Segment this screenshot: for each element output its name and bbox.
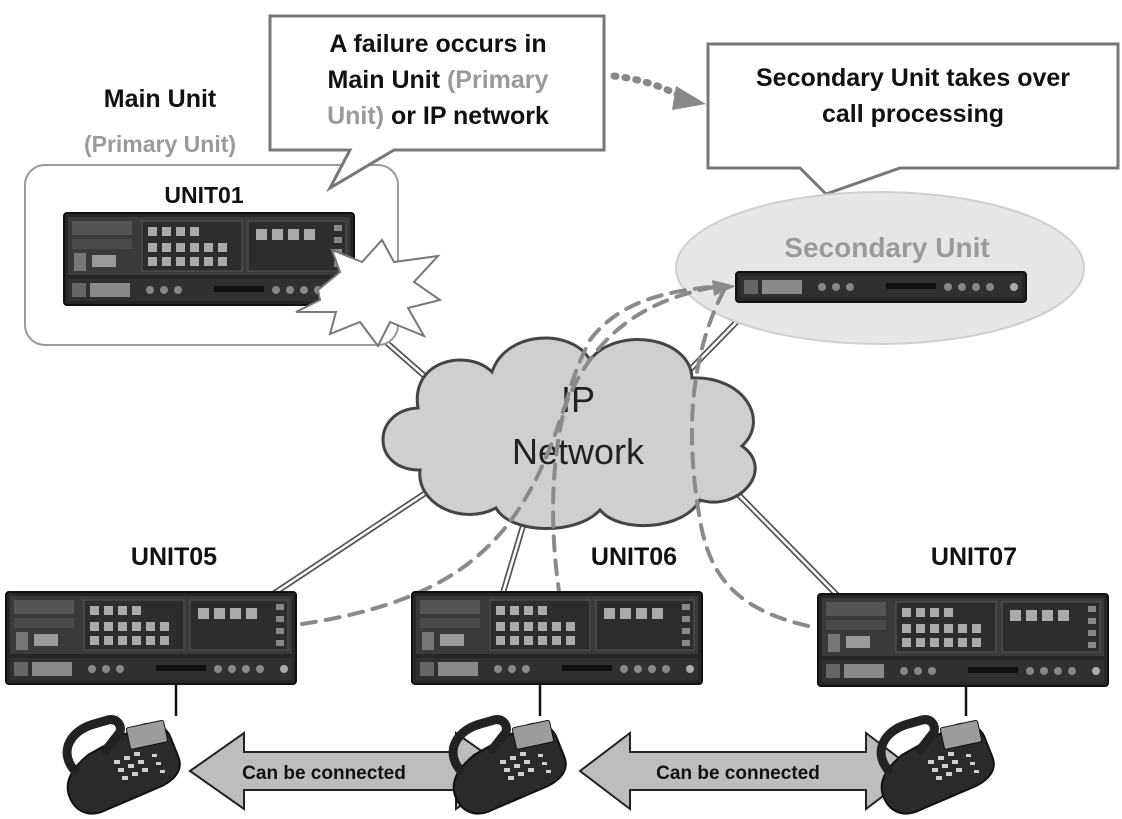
- call-path-unit06: [551, 284, 724, 600]
- explosion-icon: [295, 238, 443, 348]
- failure-callout-line2: Main Unit (Primary: [328, 66, 549, 94]
- unit01-pbx-device-icon: [63, 212, 355, 306]
- unit07-label: UNIT07: [931, 543, 1017, 571]
- unit06-ip-phone-icon: [453, 720, 566, 814]
- failure-callout-line2-dark: Main Unit: [328, 66, 447, 94]
- call-path-arrowhead: [712, 280, 736, 296]
- failure-callout-line3-dark: or IP network: [384, 102, 549, 130]
- failure-callout-line3-gray: Unit): [327, 102, 384, 130]
- main-unit-sublabel: (Primary Unit): [84, 131, 236, 157]
- unit07-ip-phone-icon: [881, 720, 994, 814]
- call-path-lines: [300, 284, 810, 628]
- failure-callout-line2-gray: (Primary: [447, 66, 549, 94]
- unit05-label: UNIT05: [131, 543, 217, 571]
- unit05-pbx-device-icon: [5, 591, 297, 685]
- secondary-unit-ellipse: [675, 191, 1085, 345]
- cloud-icon: [381, 336, 757, 530]
- takeover-arrow: [610, 72, 706, 110]
- unit05-ip-phone-icon: [67, 720, 180, 814]
- takeover-callout-line2: call processing: [822, 100, 1004, 128]
- unit06-pbx-device-icon: [411, 591, 703, 685]
- secondary-unit-label: Secondary Unit: [784, 232, 989, 263]
- takeover-callout-line1: Secondary Unit takes over: [756, 64, 1070, 92]
- call-path-unit07: [689, 288, 810, 628]
- unit06-label: UNIT06: [591, 543, 677, 571]
- unit01-label: UNIT01: [164, 182, 243, 208]
- failure-callout: A failure occurs in Main Unit (Primary U…: [268, 14, 606, 193]
- connect-arrow-left: Can be connected: [188, 731, 512, 811]
- connect-label-right: Can be connected: [656, 763, 820, 784]
- failure-callout-line3: Unit) or IP network: [327, 102, 549, 130]
- connect-arrow-right: Can be connected: [578, 730, 918, 812]
- failure-callout-line1: A failure occurs in: [329, 30, 546, 58]
- unit07-pbx-device-icon: [817, 593, 1109, 687]
- main-unit-label: Main Unit: [104, 85, 217, 113]
- network-label-line2: Network: [512, 431, 645, 472]
- connect-label-left: Can be connected: [242, 763, 406, 784]
- secondary-pbx-device-icon: [735, 271, 1027, 303]
- takeover-callout: Secondary Unit takes over call processin…: [706, 42, 1120, 196]
